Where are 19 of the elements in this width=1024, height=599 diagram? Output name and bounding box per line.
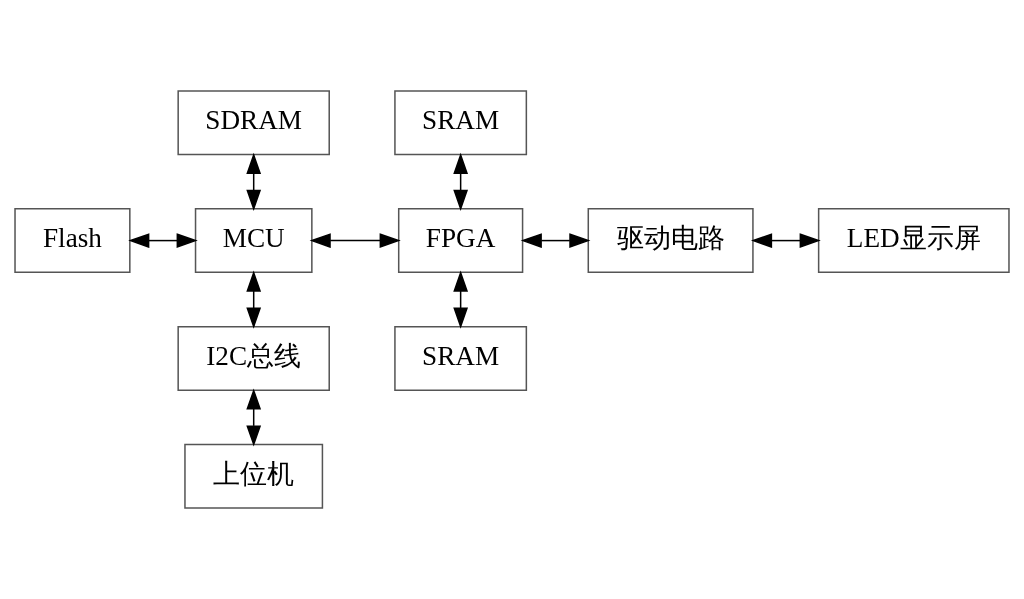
node-box: LED显示屏: [817, 208, 1010, 274]
arrow: [246, 270, 262, 329]
node-box: SRAM: [394, 325, 528, 391]
node-box: 上位机: [184, 443, 324, 509]
node-box: I2C总线: [177, 325, 330, 391]
arrow: [453, 152, 469, 211]
node-box: FPGA: [397, 208, 524, 274]
node-box: Flash: [14, 208, 131, 274]
arrow: [750, 233, 821, 248]
arrow: [246, 388, 262, 447]
node-box: 驱动电路: [587, 208, 754, 274]
arrow: [246, 152, 262, 211]
arrow: [453, 270, 469, 329]
node-box: SRAM: [394, 90, 528, 156]
arrow: [128, 233, 198, 248]
node-box: SDRAM: [177, 90, 330, 156]
arrow: [520, 233, 591, 248]
node-box: MCU: [194, 208, 313, 274]
arrow: [309, 233, 401, 248]
